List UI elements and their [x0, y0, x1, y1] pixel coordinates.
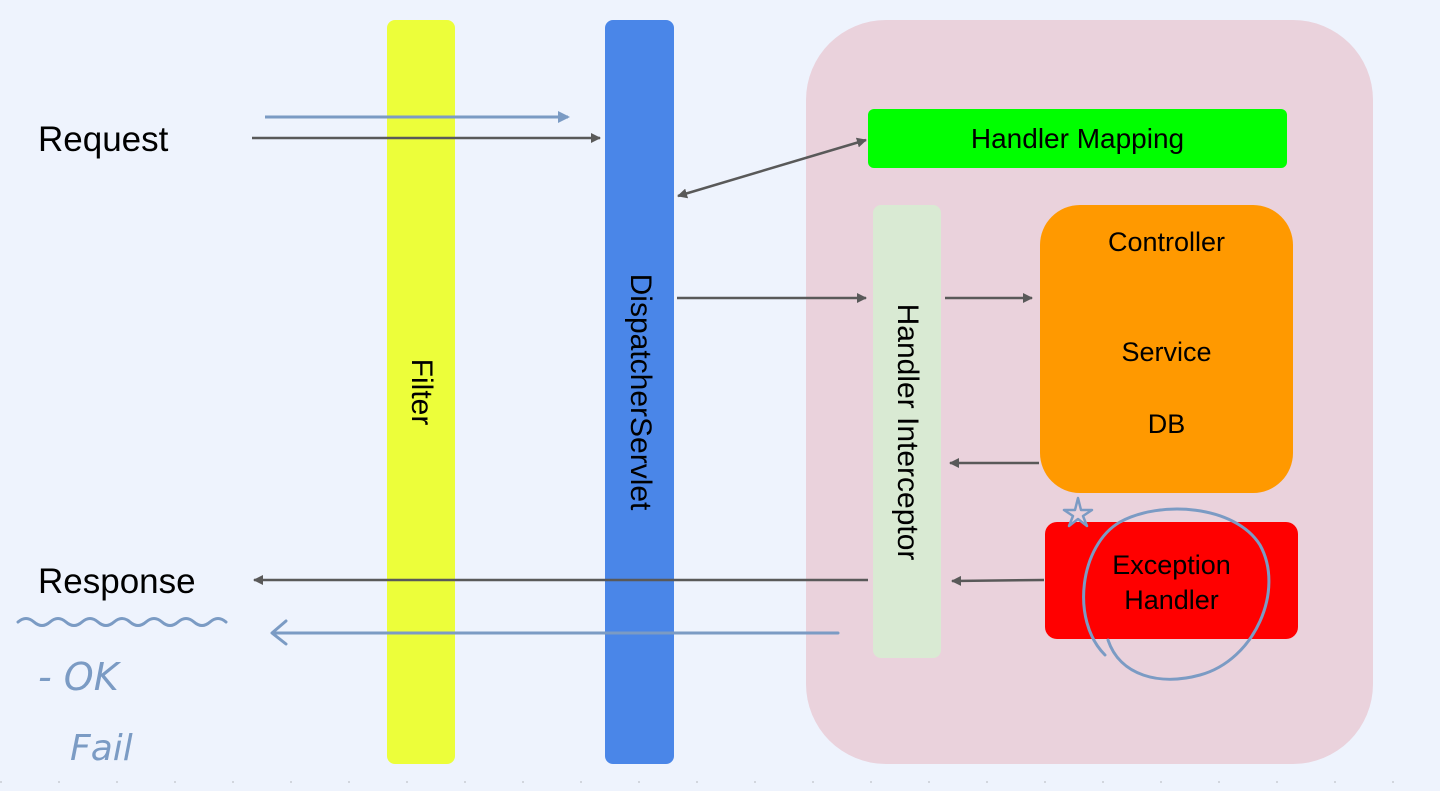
response-arrow-blue [270, 619, 840, 646]
exception-handler-line2: Handler [1124, 585, 1219, 615]
controller-label: Controller [1107, 227, 1226, 257]
handler-mapping-box: Handler Mapping [868, 109, 1287, 168]
star-icon [1062, 496, 1094, 528]
controller-box: Controller Service DB [1040, 205, 1293, 493]
response-label: Response [38, 562, 196, 601]
response-squiggle [16, 617, 228, 627]
db-label: DB [1147, 409, 1186, 439]
request-label: Request [38, 120, 169, 159]
exception-handler-line1: Exception [1112, 550, 1231, 580]
handler-mapping-label: Handler Mapping [970, 122, 1185, 154]
mapping-arrow [677, 137, 867, 199]
handwritten-ok: - OK [38, 655, 119, 699]
exception-to-interceptor-arrow [951, 575, 1045, 586]
dispatcher-servlet-bar: DispatcherServlet [605, 20, 674, 764]
handwritten-fail: Fail [70, 728, 133, 769]
service-label: Service [1121, 337, 1212, 367]
filter-bar: Filter [387, 20, 455, 764]
handler-interceptor-bar: Handler Interceptor [873, 205, 941, 658]
exception-circle-annotation [1082, 507, 1271, 681]
